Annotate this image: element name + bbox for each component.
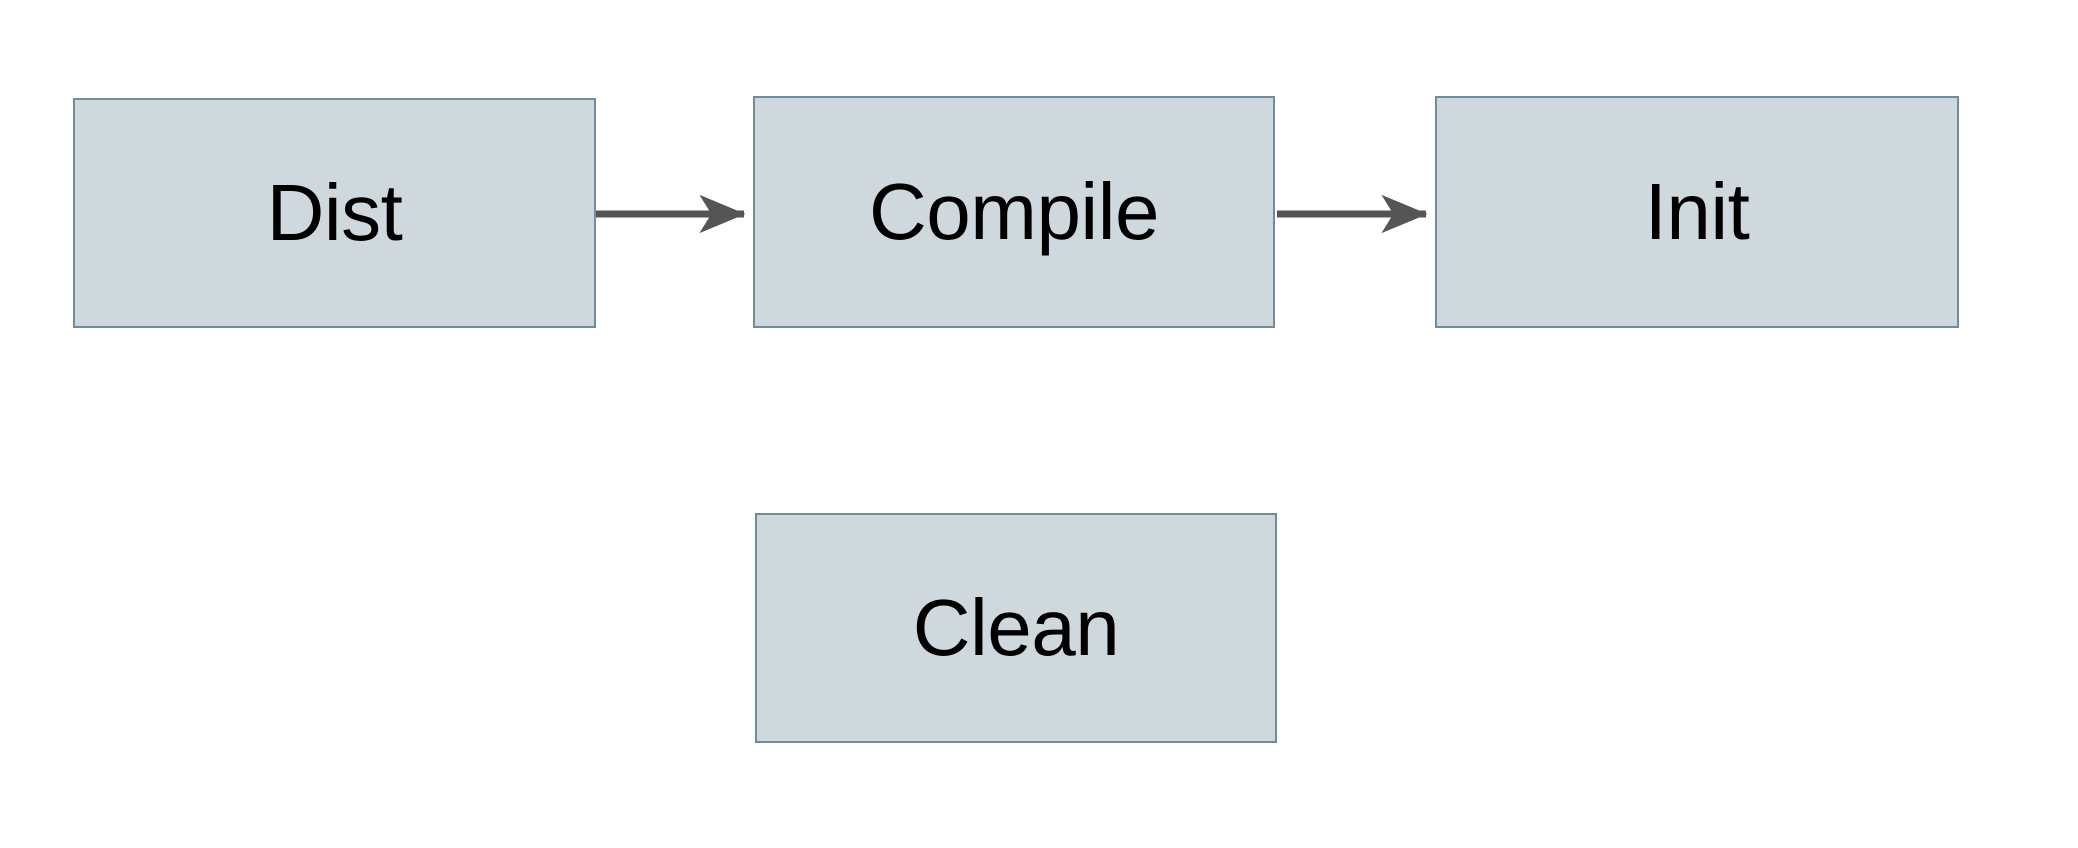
node-clean-label: Clean xyxy=(912,583,1120,672)
node-dist-label: Dist xyxy=(266,168,403,257)
node-compile-label: Compile xyxy=(869,167,1159,256)
node-compile[interactable]: Compile xyxy=(753,96,1275,328)
node-init[interactable]: Init xyxy=(1435,96,1959,328)
node-init-label: Init xyxy=(1644,167,1750,256)
node-clean[interactable]: Clean xyxy=(755,513,1277,743)
node-dist[interactable]: Dist xyxy=(73,98,596,328)
